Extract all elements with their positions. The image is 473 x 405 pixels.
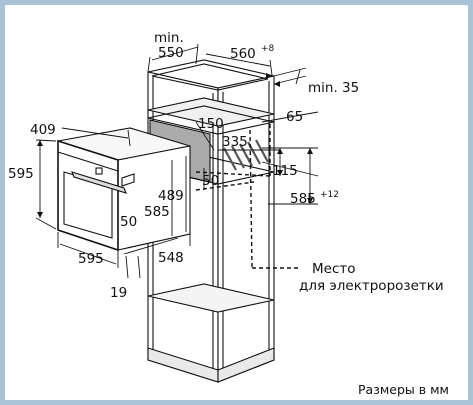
label-min: min.: [154, 30, 184, 46]
label-585-niche: 585: [290, 191, 316, 207]
label-560: 560: [230, 46, 256, 62]
label-335: 335: [222, 134, 248, 150]
label-19: 19: [110, 285, 127, 301]
label-50-niche: 50: [202, 173, 219, 189]
installation-drawing: min. 550 560 +8 min. 35 65 150 335 115 5…: [8, 30, 449, 397]
label-socket-line2: для электророзетки: [299, 278, 444, 294]
label-595-height: 595: [8, 166, 34, 182]
arrowheads: [37, 73, 313, 218]
label-409: 409: [30, 122, 56, 138]
socket-dashed-lines: [195, 124, 300, 269]
label-489: 489: [158, 188, 184, 204]
label-548: 548: [158, 250, 184, 266]
label-585-tolerance: +12: [320, 190, 339, 200]
label-50-oven: 50: [120, 214, 137, 230]
caption-units: Размеры в мм: [358, 382, 449, 397]
label-595-width: 595: [78, 251, 104, 267]
label-585-oven: 585: [144, 204, 170, 220]
label-socket-line1: Место: [312, 261, 356, 277]
dimension-labels: min. 550 560 +8 min. 35 65 150 335 115 5…: [8, 30, 444, 301]
label-65: 65: [286, 109, 303, 125]
label-560-tolerance: +8: [261, 44, 275, 54]
label-min-35: min. 35: [308, 80, 359, 96]
label-550: 550: [158, 45, 184, 61]
label-115: 115: [272, 163, 298, 179]
label-150: 150: [198, 116, 224, 132]
dimension-lines: [35, 43, 319, 279]
